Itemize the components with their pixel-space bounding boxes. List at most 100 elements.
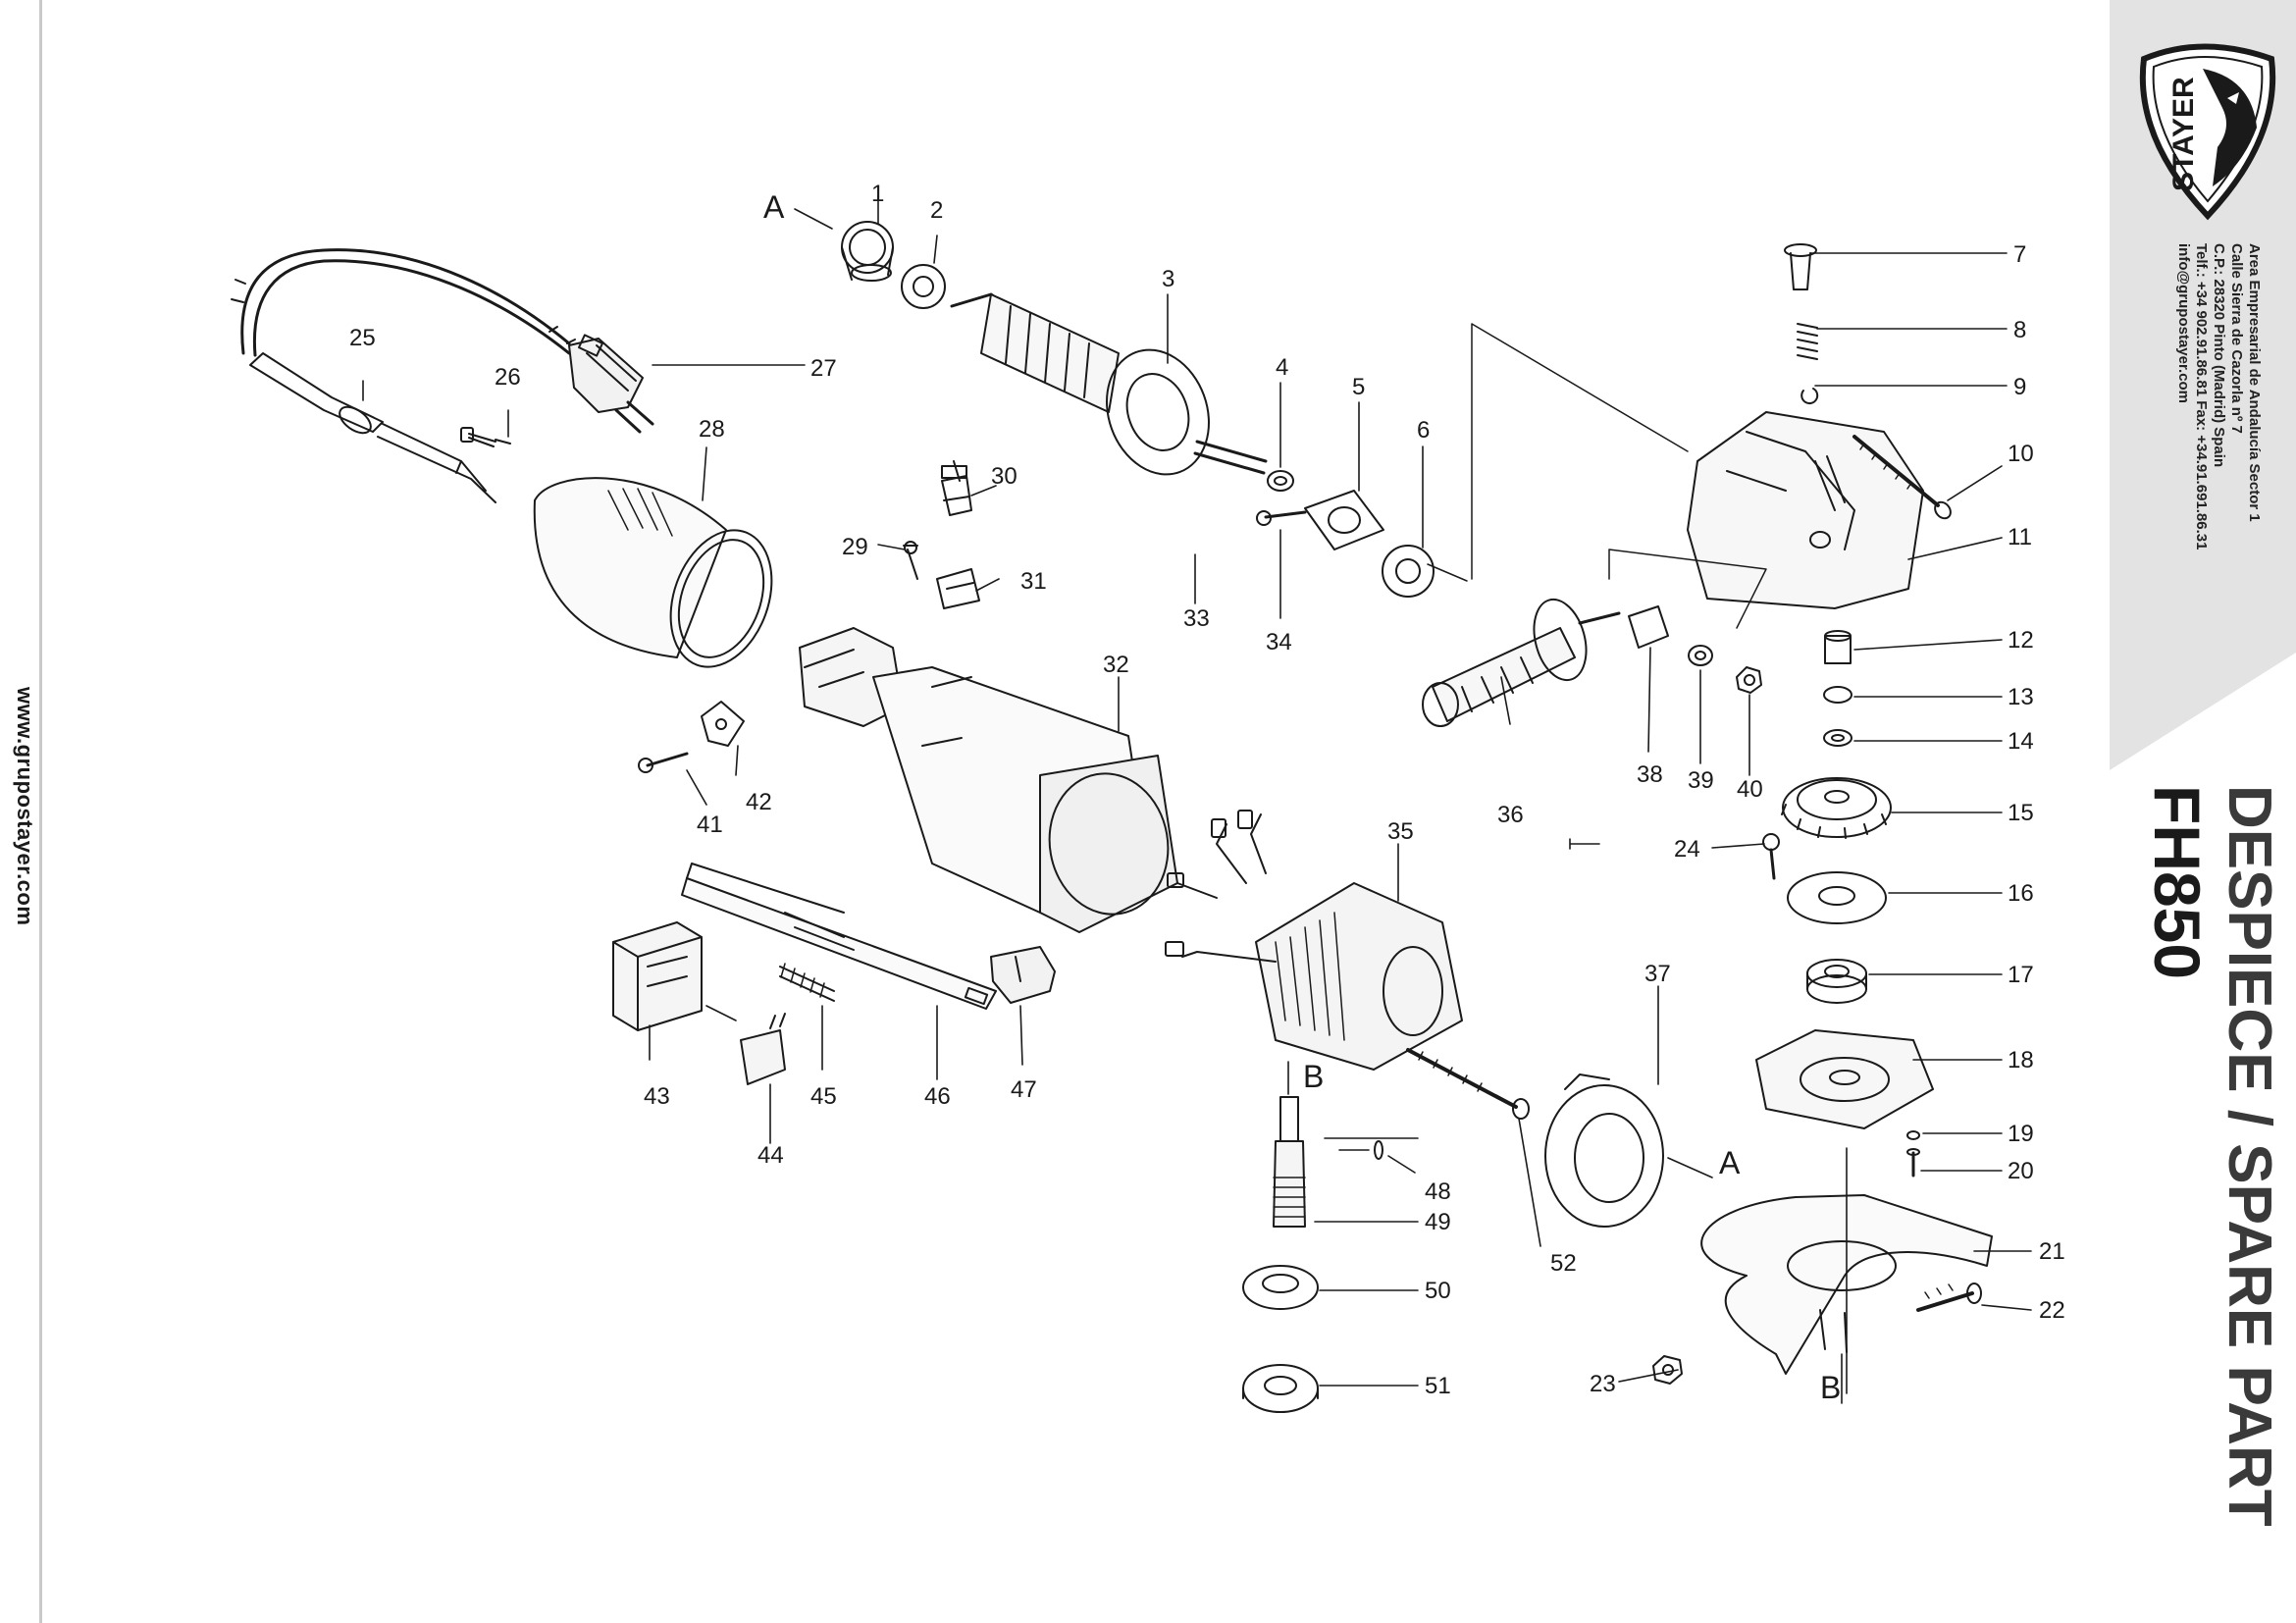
- part-label-37: 37: [1644, 961, 1671, 987]
- cord-strain-relief: [249, 352, 496, 503]
- part-label-20: 20: [2008, 1158, 2034, 1184]
- power-cord: [231, 248, 576, 357]
- part-label-23: 23: [1590, 1371, 1616, 1397]
- part-label-14: 14: [2008, 728, 2034, 755]
- woodruff-key-48: [1374, 1140, 1383, 1160]
- screw-41: [638, 752, 689, 773]
- address-line-5: info@grupostayer.com: [2175, 243, 2192, 403]
- part-label-25: 25: [349, 325, 376, 351]
- part-label-47: 47: [1011, 1076, 1037, 1103]
- part-label-11: 11: [2008, 524, 2032, 550]
- part-label-15: 15: [2008, 800, 2034, 826]
- part-label-12: 12: [2008, 627, 2034, 654]
- capacitor-44: [740, 1013, 786, 1085]
- part-label-24: 24: [1674, 836, 1700, 863]
- mains-plug: [568, 334, 654, 434]
- washer-19: [1906, 1130, 1920, 1140]
- part-label-35: 35: [1387, 818, 1414, 845]
- ref-label-a-top: A: [763, 189, 785, 225]
- circlip-9: [1800, 388, 1819, 405]
- title-model: FH850: [2141, 785, 2214, 980]
- part-label-4: 4: [1276, 354, 1288, 381]
- part-label-1: 1: [871, 181, 884, 207]
- part-label-10: 10: [2008, 441, 2034, 467]
- retaining-ring-13: [1823, 686, 1852, 704]
- spindle-bearing: [1382, 545, 1435, 598]
- part-label-19: 19: [2008, 1121, 2034, 1147]
- part-label-32: 32: [1103, 652, 1129, 678]
- part-label-21: 21: [2039, 1238, 2065, 1265]
- outer-flange-51: [1242, 1364, 1319, 1413]
- address-line-3: C.P.: 28320 Pinto (Madrid) Spain: [2211, 243, 2227, 468]
- nut-40: [1736, 666, 1762, 694]
- part-labels: A 1 2 3 4 5 6 7 8 9 10 11 12 13 14 15 16…: [349, 181, 2065, 1405]
- part-label-34: 34: [1266, 629, 1292, 655]
- screw-34: [1256, 510, 1307, 526]
- washer: [1267, 470, 1294, 492]
- part-label-46: 46: [924, 1083, 951, 1110]
- address-line-2: Calle Sierra de Cazorla nº 7: [2228, 243, 2245, 434]
- cord-clamp-42: [701, 701, 745, 747]
- part-label-6: 6: [1417, 417, 1430, 444]
- cord-clamp-screw: [460, 427, 511, 447]
- switch-button-47: [990, 946, 1056, 1004]
- part-label-39: 39: [1688, 767, 1714, 794]
- part-label-38: 38: [1637, 761, 1663, 788]
- long-screw-52: [1406, 1048, 1530, 1120]
- screw-10: [1852, 435, 1952, 520]
- address-line-4: Telf.: +34 902.91.86.81 Fax: +34.91.691.…: [2193, 243, 2210, 550]
- armature: [950, 292, 1268, 476]
- part-label-7: 7: [2013, 241, 2026, 268]
- guard-nut-23: [1652, 1355, 1683, 1385]
- part-label-27: 27: [810, 355, 837, 382]
- part-label-9: 9: [2013, 374, 2026, 400]
- logo-wordmark: STAYER: [2167, 77, 2200, 191]
- spindle-lock-button: [1784, 243, 1817, 290]
- ref-label-b-spindle: B: [1303, 1059, 1324, 1094]
- part-label-29: 29: [842, 534, 868, 560]
- part-label-48: 48: [1425, 1178, 1451, 1205]
- company-address: Area Empresarial de Andalucía Sector 1 C…: [2145, 243, 2263, 567]
- bevel-gear-15: [1781, 777, 1892, 839]
- part-label-40: 40: [1737, 776, 1763, 803]
- sidebar-background: [2110, 0, 2296, 770]
- sidebar: [2110, 0, 2296, 1623]
- address-line-1: Area Empresarial de Andalucía Sector 1: [2246, 243, 2263, 522]
- part-label-36: 36: [1497, 802, 1524, 828]
- screw-20: [1906, 1148, 1920, 1178]
- front-ring: [841, 221, 894, 282]
- part-label-5: 5: [1352, 374, 1365, 400]
- part-label-52: 52: [1550, 1250, 1577, 1277]
- gear-cover-18: [1755, 1029, 1934, 1129]
- inner-flange-50: [1242, 1265, 1319, 1310]
- guard-screw-22: [1916, 1283, 1982, 1312]
- bearing-plate: [1304, 490, 1384, 550]
- washer-39: [1688, 645, 1713, 666]
- part-label-22: 22: [2039, 1297, 2065, 1324]
- rear-cover: [533, 477, 773, 668]
- website-url: www.grupostayer.com: [13, 687, 37, 926]
- part-label-41: 41: [697, 812, 723, 838]
- part-label-49: 49: [1425, 1209, 1451, 1235]
- part-label-3: 3: [1162, 266, 1174, 292]
- title-despiece: DESPIECE / SPARE PART: [2216, 785, 2283, 1527]
- switch-43: [612, 921, 703, 1031]
- part-label-8: 8: [2013, 317, 2026, 343]
- spring-8: [1797, 323, 1818, 360]
- part-label-16: 16: [2008, 880, 2034, 907]
- gear-housing: [1687, 411, 1924, 609]
- spring-45: [779, 963, 835, 1002]
- switch-rod-46: [681, 863, 997, 1010]
- exploded-parts-diagram: A 1 2 3 4 5 6 7 8 9 10 11 12 13 14 15 16…: [231, 181, 2065, 1413]
- part-label-17: 17: [2008, 962, 2034, 988]
- wheel-guard: [1700, 1194, 1993, 1375]
- stayer-logo: STAYER: [2139, 43, 2276, 221]
- leader-lines: [362, 195, 2032, 1404]
- stator: [1165, 810, 1463, 1071]
- bearing-retainer-16: [1787, 871, 1887, 924]
- ref-label-b-guard: B: [1820, 1370, 1841, 1405]
- side-handle: [1422, 598, 1621, 727]
- part-label-26: 26: [495, 364, 521, 391]
- part-label-45: 45: [810, 1083, 837, 1110]
